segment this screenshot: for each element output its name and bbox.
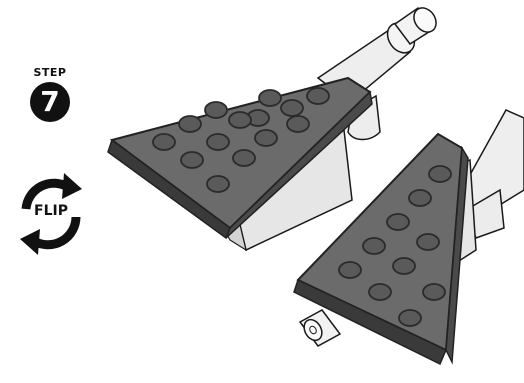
stud: [181, 152, 203, 168]
stud: [233, 150, 255, 166]
stud: [255, 130, 277, 146]
stud: [207, 134, 229, 150]
stud: [339, 262, 361, 278]
stud: [387, 214, 409, 230]
stud: [153, 134, 175, 150]
stud: [281, 100, 303, 116]
stud: [363, 238, 385, 254]
stud: [393, 258, 415, 274]
stud: [205, 102, 227, 118]
stud: [423, 284, 445, 300]
stud: [429, 166, 451, 182]
stud: [417, 234, 439, 250]
stud: [229, 112, 251, 128]
stud: [287, 116, 309, 132]
stud: [399, 310, 421, 326]
stud: [179, 116, 201, 132]
stud: [207, 176, 229, 192]
stud: [259, 90, 281, 106]
stud: [369, 284, 391, 300]
stud: [307, 88, 329, 104]
stud: [409, 190, 431, 206]
